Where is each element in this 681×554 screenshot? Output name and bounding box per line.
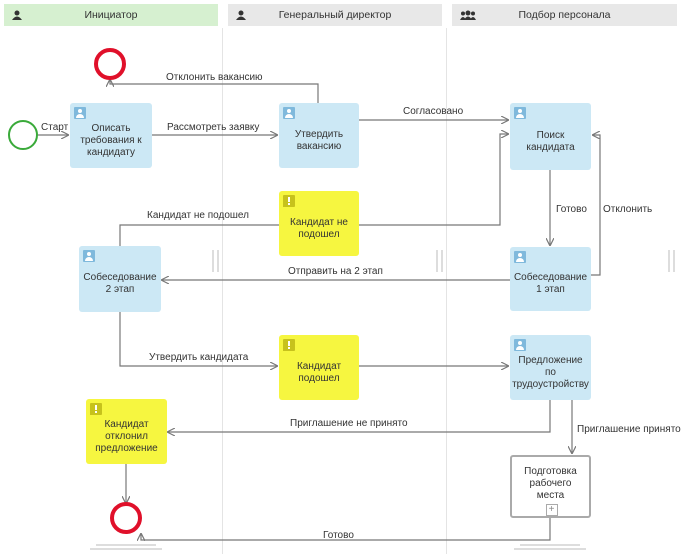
task-label: Кандидат отклонил предложение <box>95 418 158 454</box>
lane-title: Подбор персонала <box>518 9 611 21</box>
edge-label: Отклонить вакансию <box>166 72 263 83</box>
group-icon <box>460 10 476 20</box>
edge-approve-candidate <box>119 312 277 366</box>
edge-done2 <box>141 518 551 540</box>
event-candidate-declined[interactable]: Кандидат отклонил предложение <box>86 399 167 464</box>
edge-label: Утвердить кандидата <box>149 352 249 363</box>
task-label: Описать требования к кандидату <box>80 122 142 158</box>
edge-label: Отправить на 2 этап <box>288 266 383 277</box>
edge-label: Готово <box>323 530 354 541</box>
expand-subprocess-icon[interactable]: + <box>545 504 558 516</box>
user-task-icon <box>514 251 526 263</box>
edge-label: Кандидат не подошел <box>147 210 249 221</box>
task-job-offer[interactable]: Предложение по трудоустройству <box>510 335 591 400</box>
task-label: Собеседование 1 этап <box>513 272 588 295</box>
edge-reject <box>591 135 601 276</box>
end-event <box>110 502 142 534</box>
task-label: Кандидат подошел <box>296 360 342 384</box>
alert-icon <box>283 339 295 351</box>
task-interview-stage1[interactable]: Собеседование 1 этап <box>510 247 591 311</box>
alert-icon <box>283 195 295 207</box>
user-task-icon <box>74 107 86 119</box>
edge-offer-not-accepted <box>168 400 551 432</box>
event-candidate-not-fit[interactable]: Кандидат не подошел <box>279 191 359 256</box>
subprocess-prepare-workplace[interactable]: Подготовка рабочего места + <box>510 455 591 518</box>
edge-label: Согласовано <box>403 106 464 117</box>
task-label: Подготовка рабочего места <box>524 465 577 501</box>
user-icon <box>236 10 246 20</box>
event-candidate-fit[interactable]: Кандидат подошел <box>279 335 359 400</box>
task-label: Предложение по трудоустройству <box>512 354 589 390</box>
edge-label: Приглашение не принято <box>290 418 408 429</box>
task-label: Поиск кандидата <box>526 129 575 153</box>
lane-header-hr: Подбор персонала <box>452 4 677 26</box>
user-task-icon <box>514 107 526 119</box>
lane-title: Генеральный директор <box>278 9 392 21</box>
task-describe-requirements[interactable]: Описать требования к кандидату <box>70 103 152 168</box>
user-task-icon <box>83 250 95 262</box>
edge-not-fit <box>119 134 508 246</box>
edge-label: Готово <box>556 204 587 215</box>
lane-divider <box>446 28 447 554</box>
user-task-icon <box>514 339 526 351</box>
lane-divider <box>222 28 223 554</box>
lane-header-initiator: Инициатор <box>4 4 218 26</box>
task-search-candidate[interactable]: Поиск кандидата <box>510 103 591 170</box>
edge-label: Приглашение принято <box>577 424 681 435</box>
lane-header-director: Генеральный директор <box>228 4 442 26</box>
edge-label: Отклонить <box>603 204 653 215</box>
user-task-icon <box>283 107 295 119</box>
task-approve-vacancy[interactable]: Утвердить вакансию <box>279 103 359 168</box>
start-event <box>8 120 38 150</box>
end-event <box>94 48 126 80</box>
edge-label: Рассмотреть заявку <box>167 122 260 133</box>
task-label: Утвердить вакансию <box>294 128 344 152</box>
lane-title: Инициатор <box>84 9 138 21</box>
alert-icon <box>90 403 102 415</box>
task-label: Кандидат не подошел <box>290 216 348 240</box>
edge-label: Старт <box>41 122 69 133</box>
task-label: Собеседование 2 этап <box>83 272 157 295</box>
edge-reject-vacancy <box>110 80 319 103</box>
task-interview-stage2[interactable]: Собеседование 2 этап <box>79 246 161 312</box>
user-icon <box>12 10 22 20</box>
